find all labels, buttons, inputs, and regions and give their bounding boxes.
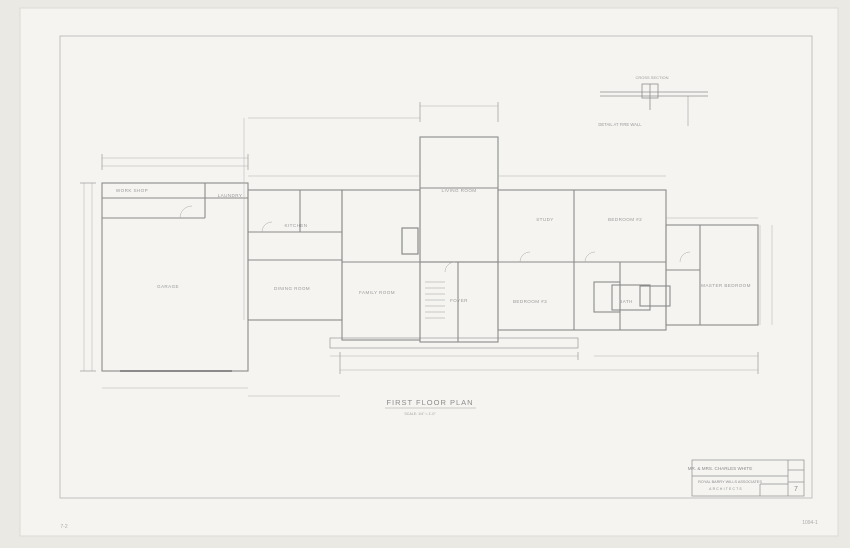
detail-title: DETAIL AT FIRE WALL — [598, 122, 642, 127]
paper-sheet — [19, 7, 839, 537]
drawing-title: FIRST FLOOR PLAN — [386, 398, 473, 407]
plan-walls — [101, 136, 759, 372]
room-label-bedroom-2: BEDROOM #2 — [608, 217, 642, 222]
detail-section-label: CROSS SECTION — [635, 75, 668, 80]
stair-treads — [425, 281, 445, 319]
fire-wall-detail — [600, 83, 708, 126]
room-label-bedroom-3: BEDROOM #3 — [513, 299, 547, 304]
room-label-study: STUDY — [536, 217, 554, 222]
room-label-family-room: FAMILY ROOM — [359, 290, 395, 295]
title-block-firm-sub: ARCHITECTS — [709, 487, 743, 491]
dimension-lines — [83, 105, 773, 397]
fireplace — [401, 227, 419, 255]
margin-note-bottom-left: 7-2 — [60, 524, 67, 530]
room-label-dining-room: DINING ROOM — [274, 286, 310, 291]
room-label-foyer: FOYER — [450, 298, 468, 303]
room-label-garage: GARAGE — [157, 284, 179, 289]
room-label-master-bedroom: MASTER BEDROOM — [701, 283, 751, 288]
title-block-firm: ROYAL BARRY WILLS ASSOCIATES — [698, 480, 762, 484]
room-label-laundry: LAUNDRY — [218, 193, 243, 198]
drawing-scale-note: SCALE: 1/4" = 1'-0" — [404, 412, 436, 416]
title-block-sheet-number: 7 — [794, 486, 798, 493]
room-label-kitchen: KITCHEN — [285, 223, 308, 228]
door-swings — [179, 205, 691, 273]
title-block — [691, 459, 805, 497]
room-label-bath: BATH — [619, 299, 633, 304]
dimension-ticks — [80, 102, 759, 374]
drawing-border — [59, 35, 813, 499]
margin-note-bottom-right: 1094-1 — [802, 520, 818, 526]
room-label-living-room: LIVING ROOM — [441, 188, 476, 193]
title-block-client: MR. & MRS. CHARLES WHITE — [688, 466, 753, 471]
room-label-work-shop: WORK SHOP — [116, 188, 148, 193]
